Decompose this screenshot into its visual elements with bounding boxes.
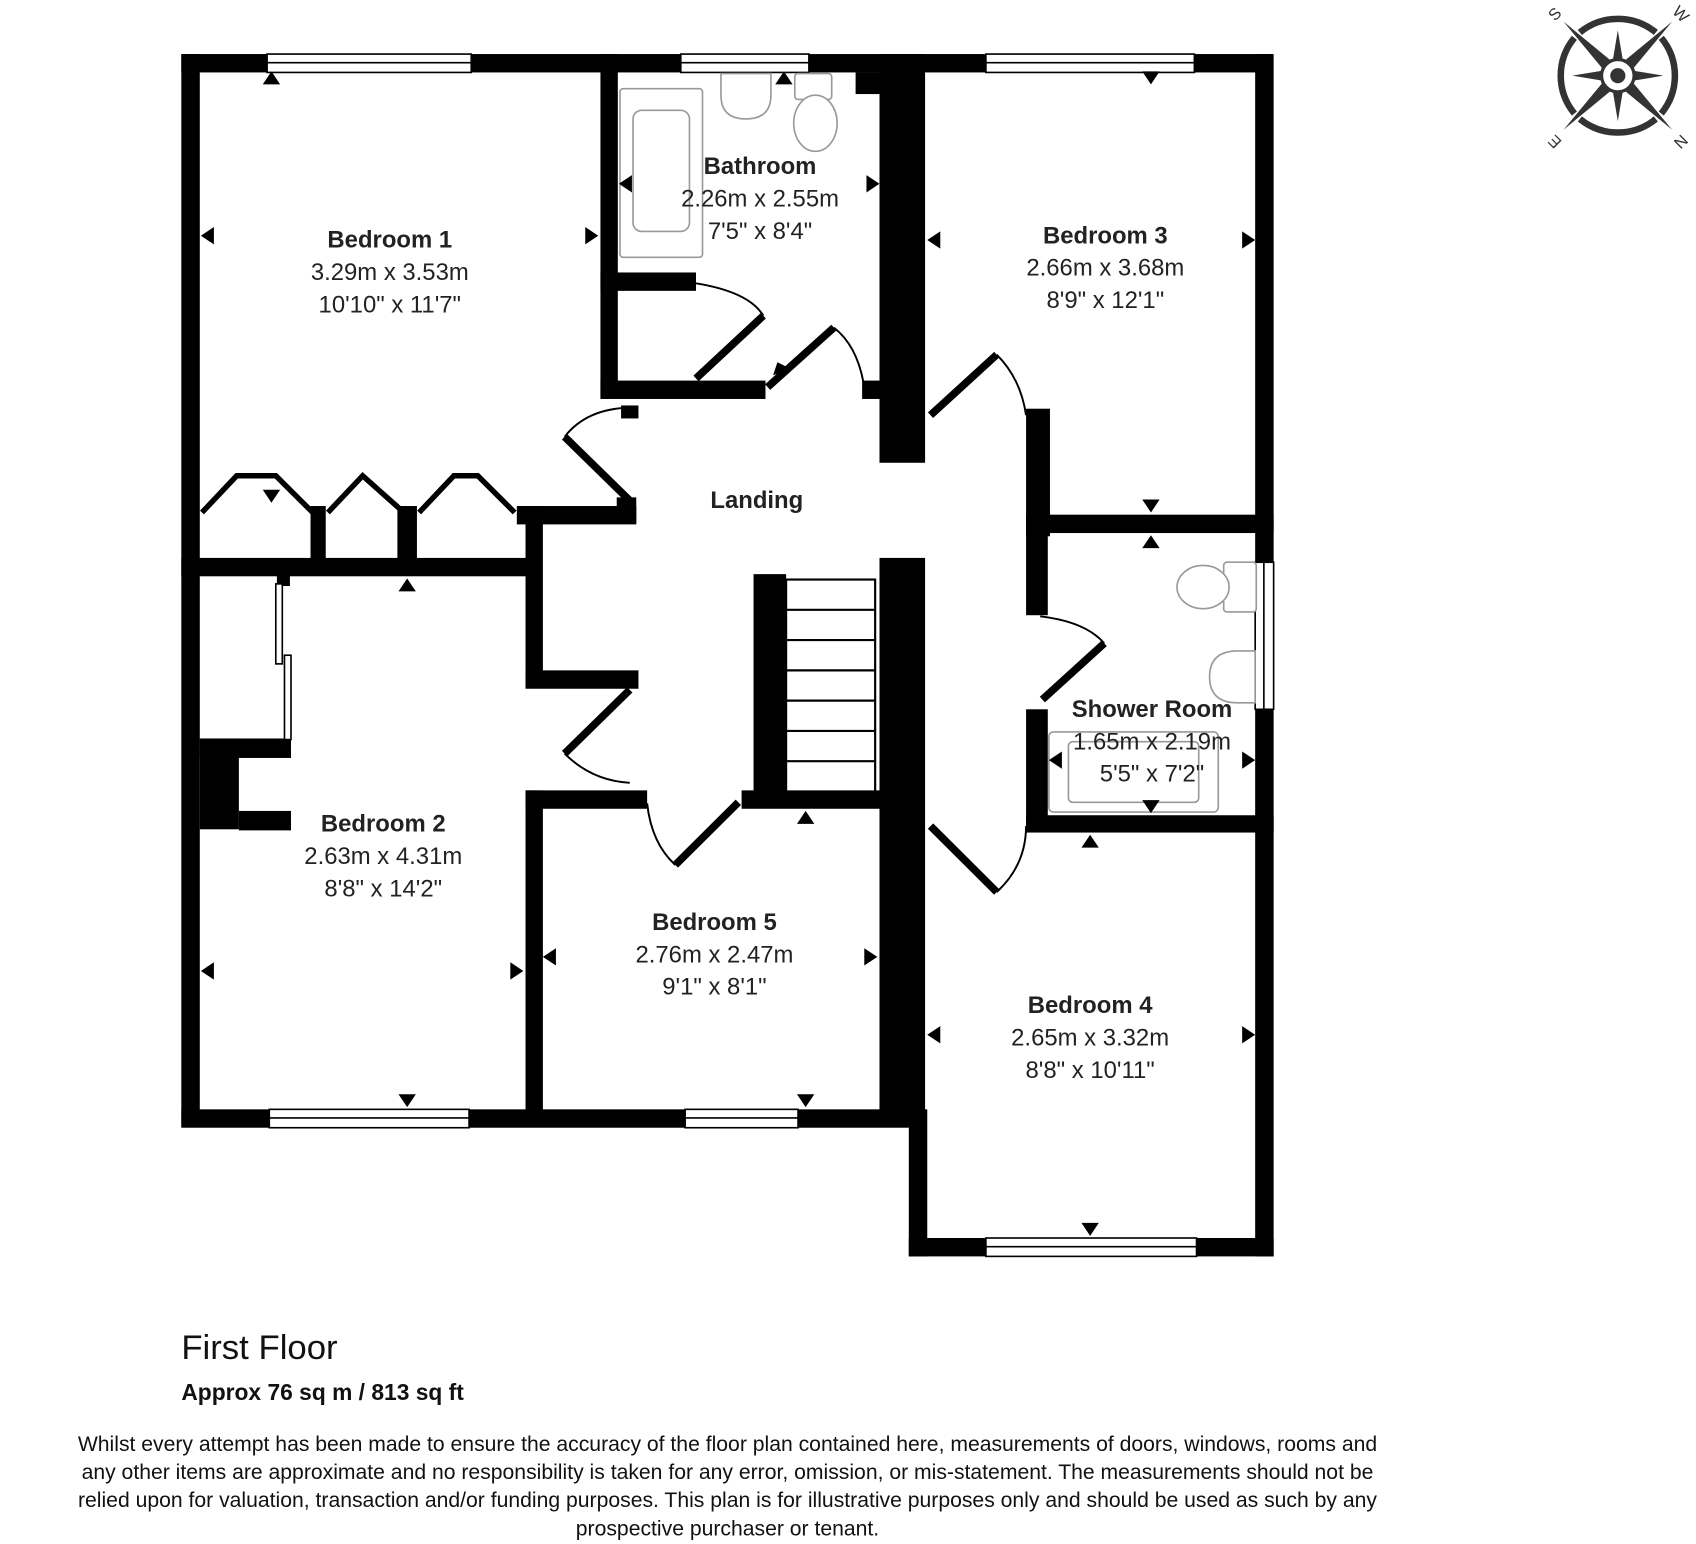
room-bedroom-4: Bedroom 4 2.65m x 3.32m 8'8" x 10'11"	[1011, 992, 1169, 1084]
room-metric: 3.29m x 3.53m	[311, 259, 469, 286]
room-metric: 2.76m x 2.47m	[635, 941, 793, 968]
room-imperial: 10'10" x 11'7"	[319, 292, 461, 319]
sink-icon	[720, 72, 772, 120]
room-name: Bedroom 1	[327, 227, 452, 254]
room-imperial: 8'8" x 10'11"	[1026, 1057, 1155, 1084]
room-name: Shower Room	[1072, 696, 1233, 723]
staircase	[785, 578, 877, 793]
floor-title: First Floor	[181, 1329, 337, 1367]
room-bedroom-2: Bedroom 2 2.63m x 4.31m 8'8" x 14'2"	[304, 811, 462, 903]
compass-w: W	[1669, 3, 1693, 27]
room-bathroom: Bathroom 2.26m x 2.55m 7'5" x 8'4"	[681, 153, 839, 245]
room-bedroom-3: Bedroom 3 2.66m x 3.68m 8'9" x 12'1"	[1026, 222, 1184, 314]
windows	[266, 53, 1275, 1258]
room-imperial: 8'9" x 12'1"	[1046, 287, 1164, 314]
room-name: Bedroom 2	[321, 811, 446, 838]
compass-s: S	[1545, 4, 1566, 24]
room-metric: 2.66m x 3.68m	[1026, 255, 1184, 282]
room-imperial: 9'1" x 8'1"	[662, 974, 766, 1001]
disclaimer-line: any other items are approximate and no r…	[82, 1461, 1374, 1484]
disclaimer: Whilst every attempt has been made to en…	[78, 1433, 1378, 1540]
room-bedroom-1: Bedroom 1 3.29m x 3.53m 10'10" x 11'7"	[311, 227, 469, 319]
room-imperial: 7'5" x 8'4"	[708, 218, 812, 245]
room-bedroom-5: Bedroom 5 2.76m x 2.47m 9'1" x 8'1"	[635, 909, 793, 1001]
floor-area: Approx 76 sq m / 813 sq ft	[181, 1379, 464, 1405]
room-name: Bedroom 3	[1043, 222, 1168, 249]
room-metric: 2.65m x 3.32m	[1011, 1025, 1169, 1052]
disclaimer-line: prospective purchaser or tenant.	[576, 1517, 879, 1540]
sink-icon-2	[1208, 650, 1256, 704]
room-metric: 2.63m x 4.31m	[304, 843, 462, 870]
room-name: Landing	[710, 487, 803, 514]
compass-n: N	[1670, 131, 1691, 152]
room-metric: 1.65m x 2.19m	[1073, 728, 1231, 755]
bathroom-fixtures	[619, 72, 1258, 813]
room-landing: Landing	[710, 487, 803, 514]
doors	[199, 282, 1107, 895]
compass-e: E	[1545, 131, 1566, 151]
disclaimer-line: Whilst every attempt has been made to en…	[78, 1433, 1377, 1456]
room-metric: 2.26m x 2.55m	[681, 186, 839, 213]
room-name: Bathroom	[704, 153, 817, 180]
room-name: Bedroom 4	[1028, 992, 1153, 1019]
dimension-markers	[200, 71, 1256, 1236]
room-imperial: 5'5" x 7'2"	[1100, 761, 1204, 788]
room-name: Bedroom 5	[652, 909, 777, 936]
room-shower-room: Shower Room 1.65m x 2.19m 5'5" x 7'2"	[1072, 696, 1233, 788]
compass-rose-icon: S W E N	[1545, 3, 1693, 152]
disclaimer-line: relied upon for valuation, transaction a…	[78, 1489, 1377, 1512]
room-imperial: 8'8" x 14'2"	[324, 875, 442, 902]
